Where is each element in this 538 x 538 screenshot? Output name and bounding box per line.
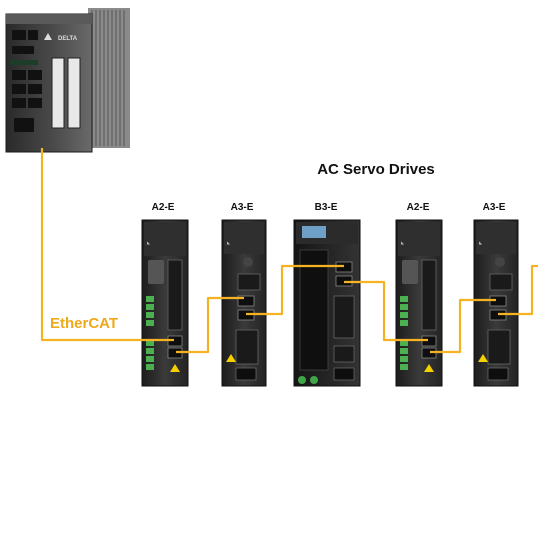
terminal-connector bbox=[298, 376, 306, 384]
drive-display bbox=[302, 226, 326, 238]
motion-controller: DELTA bbox=[5, 8, 130, 153]
terminal-block bbox=[400, 296, 408, 370]
servo-drive-a3e: ◣ bbox=[473, 219, 519, 387]
expansion-slot bbox=[51, 57, 65, 129]
terminal-connector bbox=[310, 376, 318, 384]
drive-label: A2-E bbox=[407, 202, 430, 213]
delta-logo-icon bbox=[44, 33, 52, 40]
cable-drive-4-to-drive-5 bbox=[430, 298, 496, 354]
expansion-slot bbox=[67, 57, 81, 129]
cable-drive-1-to-drive-2 bbox=[176, 296, 244, 354]
controller-status-display bbox=[10, 60, 38, 65]
ethercat-cables bbox=[40, 148, 538, 354]
warning-icon bbox=[226, 354, 236, 362]
drive-brand-logo: ◣ bbox=[147, 240, 151, 245]
drive-brand-logo: ◣ bbox=[479, 240, 483, 245]
drive-brand-logo: ◣ bbox=[227, 240, 231, 245]
drive-brand-logo: ◣ bbox=[401, 240, 405, 245]
ethercat-bus-label: EtherCAT bbox=[50, 315, 118, 332]
warning-icon bbox=[424, 364, 434, 372]
cable-drive-5-out bbox=[498, 264, 538, 316]
servo-drive-a2e: ◣ bbox=[395, 219, 443, 387]
drive-label: A2-E bbox=[152, 202, 175, 213]
controller-brand-logo: DELTA bbox=[58, 36, 78, 42]
cable-drive-3-to-drive-4 bbox=[344, 280, 428, 342]
servo-drive-a2e: ◣ bbox=[141, 219, 189, 387]
diagram-title: AC Servo Drives bbox=[317, 161, 435, 178]
servo-drive-b3e bbox=[293, 219, 361, 387]
warning-icon bbox=[478, 354, 488, 362]
cable-controller-to-drive-1 bbox=[40, 148, 174, 342]
terminal-block bbox=[146, 296, 154, 370]
ethercat-port bbox=[237, 295, 255, 307]
servo-drive-a3e: ◣ bbox=[221, 219, 267, 387]
warning-icon bbox=[170, 364, 180, 372]
drive-label: A3-E bbox=[483, 202, 506, 213]
controller-ports bbox=[12, 30, 42, 132]
drive-label: A3-E bbox=[231, 202, 254, 213]
cable-drive-2-to-drive-3 bbox=[246, 264, 344, 316]
drive-label: B3-E bbox=[315, 202, 338, 213]
